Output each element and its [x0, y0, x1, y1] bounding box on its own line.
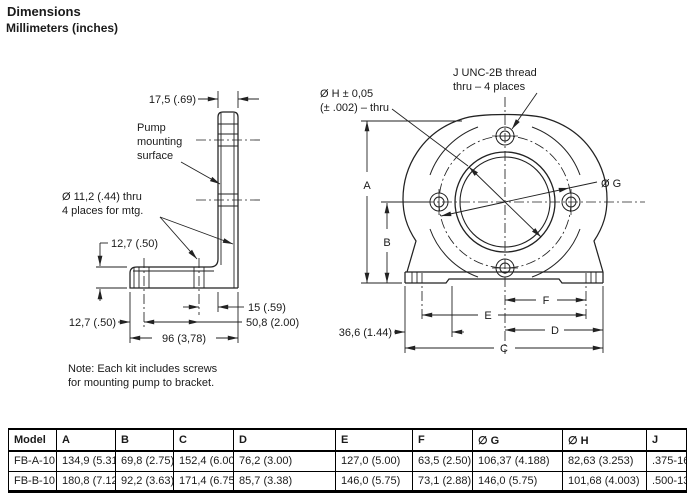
table-header-row: Model A B C D E F ∅ G ∅ H J — [8, 428, 687, 452]
header-b: B — [115, 428, 174, 452]
header-f: F — [412, 428, 473, 452]
cell-d: 85,7 (3.38) — [233, 471, 336, 493]
dim-spacing-label: 50,8 (2.00) — [246, 317, 299, 329]
front-view-centerlines — [421, 97, 645, 354]
front-view-ext-lines — [404, 286, 604, 353]
dim-b — [381, 201, 430, 283]
header-g: ∅ G — [472, 428, 563, 452]
header-e: E — [335, 428, 413, 452]
page-title: Dimensions — [7, 4, 81, 19]
cell-f: 63,5 (2.50) — [412, 451, 473, 472]
cell-e: 127,0 (5.00) — [335, 451, 413, 472]
thread-leader — [511, 92, 538, 130]
dim-foot-label: 36,6 (1.44) — [339, 327, 392, 339]
header-d: D — [233, 428, 336, 452]
side-view-hole-edges — [138, 133, 238, 288]
cell-j: .500-13 — [646, 471, 687, 493]
dim-leg-height-label: 12,7 (.50) — [111, 238, 158, 250]
note-line-1: Note: Each kit includes screws — [68, 363, 218, 375]
side-view-bracket-outline — [129, 111, 239, 289]
cell-model: FB-A-10 — [8, 451, 57, 472]
note-line-2: for mounting pump to bracket. — [68, 377, 214, 389]
pump-surface-leader — [180, 161, 221, 185]
cell-e: 146,0 (5.75) — [335, 471, 413, 493]
dim-thickness-label: 17,5 (.69) — [149, 94, 196, 106]
bore-label-1: Ø H ± 0,05 — [320, 88, 373, 100]
pump-surface-label-2: mounting — [137, 136, 182, 148]
dim-b-label: B — [383, 237, 390, 249]
cell-j: .375-16 — [646, 451, 687, 472]
mtg-holes-leaders — [159, 216, 234, 260]
header-model: Model — [8, 428, 57, 452]
cell-g: 106,37 (4.188) — [472, 451, 563, 472]
leg-height-dim — [96, 242, 127, 301]
bore-label-2: (± .002) – thru — [320, 102, 389, 114]
side-view: 17,5 (.69) Pump mounting surface Ø 11,2 … — [62, 91, 299, 389]
dim-a — [361, 120, 462, 284]
cell-g: 146,0 (5.75) — [472, 471, 563, 493]
header-a: A — [56, 428, 116, 452]
dim-15-label: 15 (.59) — [248, 302, 286, 314]
pump-surface-label-1: Pump — [137, 122, 166, 134]
dimensions-table: Model A B C D E F ∅ G ∅ H J FB-A-10 134,… — [8, 428, 687, 493]
cell-d: 76,2 (3.00) — [233, 451, 336, 472]
flange-rim-arcs — [429, 126, 581, 278]
pump-surface-label-3: surface — [137, 150, 173, 162]
dim-c-label: C — [500, 343, 508, 355]
mtg-holes-label-1: Ø 11,2 (.44) thru — [62, 191, 142, 203]
bolt-circle-label: Ø G — [601, 178, 621, 190]
cell-f: 73,1 (2.88) — [412, 471, 473, 493]
dim-e-label: E — [484, 310, 491, 322]
header-j: J — [646, 428, 687, 452]
dim-overall-label: 96 (3,78) — [162, 333, 206, 345]
side-view-thickness-dim — [198, 91, 259, 108]
table-row: FB-A-10 134,9 (5.31) 69,8 (2.75) 152,4 (… — [8, 451, 687, 472]
thread-label-2: thru – 4 places — [453, 81, 526, 93]
table-row: FB-B-10 180,8 (7.12) 92,2 (3.63) 171,4 (… — [8, 471, 687, 493]
cell-b: 69,8 (2.75) — [115, 451, 174, 472]
cell-b: 92,2 (3.63) — [115, 471, 174, 493]
flange-outline — [402, 113, 608, 273]
cell-c: 171,4 (6.75) — [173, 471, 234, 493]
base-slot-edges — [411, 272, 597, 283]
dim-f-label: F — [543, 295, 550, 307]
technical-drawing: 17,5 (.69) Pump mounting surface Ø 11,2 … — [62, 67, 645, 389]
dim-d-label: D — [551, 325, 559, 337]
base-outline — [404, 271, 604, 284]
front-view: Ø H ± 0,05 (± .002) – thru J UNC-2B thre… — [320, 67, 645, 355]
dim-offset-label: 12,7 (.50) — [69, 317, 116, 329]
header-h: ∅ H — [562, 428, 647, 452]
page-subtitle: Millimeters (inches) — [6, 21, 119, 35]
bolt-circle-dim — [440, 181, 598, 217]
dim-a-label: A — [363, 180, 371, 192]
cell-a: 180,8 (7.12) — [56, 471, 116, 493]
cell-a: 134,9 (5.31) — [56, 451, 116, 472]
mtg-holes-label-2: 4 places for mtg. — [62, 205, 143, 217]
side-view-centerlines — [143, 139, 262, 328]
cell-c: 152,4 (6.00) — [173, 451, 234, 472]
thread-label-1: J UNC-2B thread — [453, 67, 537, 79]
header-c: C — [173, 428, 234, 452]
bore-dim-lines — [391, 108, 542, 238]
cell-h: 82,63 (3.253) — [562, 451, 647, 472]
cell-model: FB-B-10 — [8, 471, 57, 493]
cell-h: 101,68 (4.003) — [562, 471, 647, 493]
